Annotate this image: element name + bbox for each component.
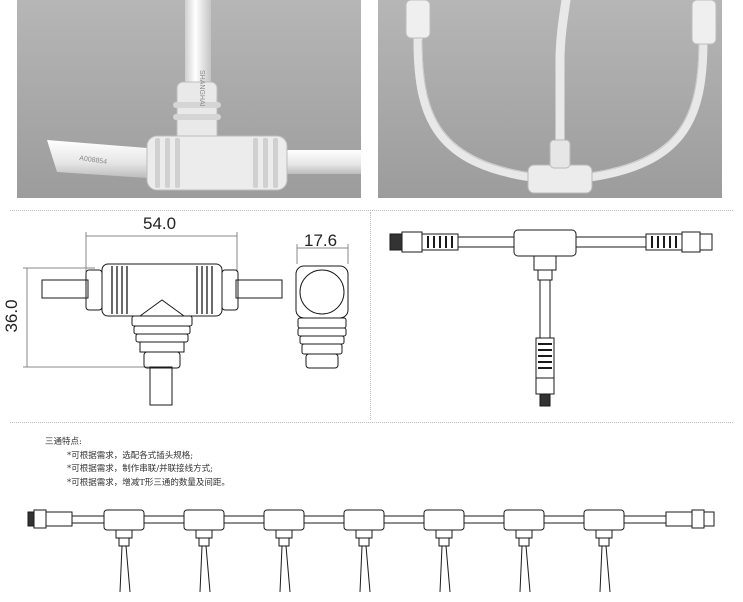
cable-print-vertical: SHANGHAI <box>198 70 205 107</box>
divider-top <box>10 210 733 211</box>
divider-vertical <box>370 212 371 420</box>
assembly-drawing <box>389 229 713 407</box>
dimension-depth-label: 17.6 <box>304 231 338 250</box>
dimension-drawing <box>23 232 349 406</box>
chain-t-connector <box>183 509 225 593</box>
feature-item: *可根据需求，制作串联/并联接线方式; <box>67 464 213 474</box>
chain-t-connector <box>343 509 385 593</box>
features-list: 三通特点: *可根据需求，选配各式插头规格; *可根据需求，制作串联/并联接线方… <box>45 436 230 490</box>
dimension-width-label: 54.0 <box>143 214 177 233</box>
chain-t-connector <box>263 509 305 593</box>
feature-item: *可根据需求，选配各式插头规格; <box>67 450 194 461</box>
cable-print-horizontal: A008854 <box>79 155 108 166</box>
dimension-height-label: 36.0 <box>2 299 21 333</box>
divider-middle <box>10 422 733 423</box>
photo-t-connector-harness <box>378 0 722 198</box>
photo-t-connector-closeup: SHANGHAI A008854 <box>17 0 361 198</box>
feature-item: *可根据需求，增减T形三通的数量及间距。 <box>67 477 230 488</box>
series-chain-drawing <box>27 509 715 593</box>
chain-t-connector <box>583 509 625 593</box>
chain-t-connector <box>503 509 545 593</box>
chain-t-connector <box>423 509 465 593</box>
features-title: 三通特点: <box>45 437 82 447</box>
chain-t-connector <box>103 509 145 593</box>
